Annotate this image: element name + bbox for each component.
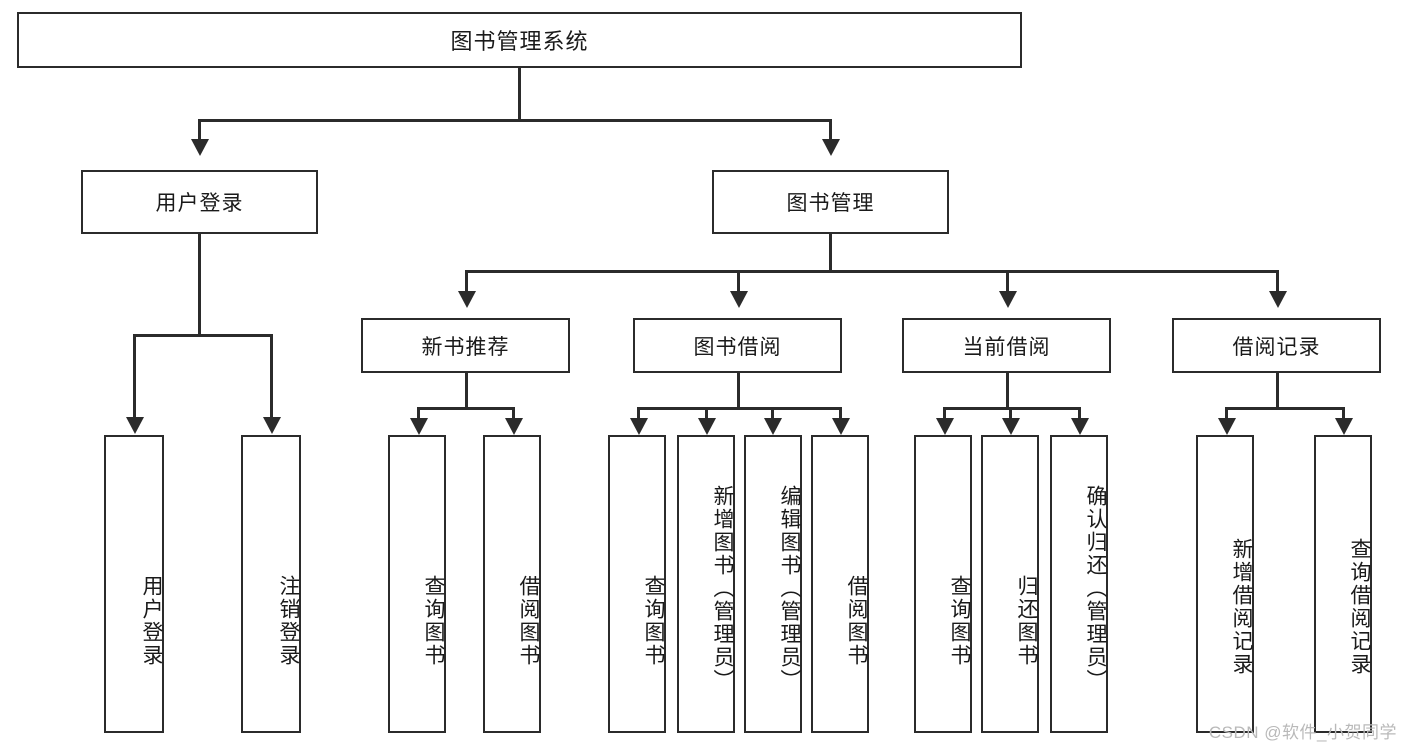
arrowhead-to-current-borrow xyxy=(999,291,1017,308)
connector-root-stem xyxy=(518,68,521,120)
connector-borrow-book-child-4 xyxy=(839,407,842,419)
node-label: 图书管理 xyxy=(786,192,875,215)
node-label: 新书推荐 xyxy=(421,335,510,359)
arrowhead-current-borrow-child-2 xyxy=(1002,418,1020,435)
connector-to-new-book xyxy=(465,270,468,292)
connector-user-login-child-1 xyxy=(133,334,136,418)
arrowhead-current-borrow-child-3 xyxy=(1071,418,1089,435)
leaf-user-login[interactable]: 用户登录 xyxy=(104,435,164,733)
connector-book-management-stem xyxy=(829,234,832,272)
leaf-edit-book-admin[interactable]: 编辑图书（管理员） xyxy=(744,435,802,733)
leaf-label: 查询图书 xyxy=(422,575,445,667)
connector-borrow-record-child-2 xyxy=(1342,407,1345,419)
arrowhead-current-borrow-child-1 xyxy=(936,418,954,435)
connector-new-book-stem xyxy=(465,373,468,409)
leaf-label: 确认归还（管理员） xyxy=(1084,484,1107,692)
arrowhead-user-login-child-1 xyxy=(126,417,144,434)
arrowhead-new-book-child-2 xyxy=(505,418,523,435)
connector-to-book-management xyxy=(829,119,832,141)
arrowhead-user-login-child-2 xyxy=(263,417,281,434)
leaf-label: 用户登录 xyxy=(140,575,163,667)
connector-new-book-child-2 xyxy=(512,407,515,419)
arrowhead-to-new-book xyxy=(458,291,476,308)
node-label: 当前借阅 xyxy=(962,335,1051,359)
leaf-label: 编辑图书（管理员） xyxy=(778,484,801,692)
node-current-borrow[interactable]: 当前借阅 xyxy=(902,318,1111,373)
arrowhead-borrow-book-child-4 xyxy=(832,418,850,435)
leaf-logout[interactable]: 注销登录 xyxy=(241,435,301,733)
leaf-query-book-current[interactable]: 查询图书 xyxy=(914,435,972,733)
connector-user-login-bar xyxy=(133,334,273,337)
connector-new-book-bar xyxy=(417,407,515,410)
leaf-label: 新增借阅记录 xyxy=(1230,538,1253,676)
connector-to-current-borrow xyxy=(1006,270,1009,292)
arrowhead-borrow-book-child-3 xyxy=(764,418,782,435)
node-book-management[interactable]: 图书管理 xyxy=(712,170,949,234)
leaf-label: 新增图书（管理员） xyxy=(711,484,734,692)
connector-level2-bar xyxy=(198,119,831,122)
leaf-label: 借阅图书 xyxy=(517,575,540,667)
connector-borrow-record-bar xyxy=(1225,407,1345,410)
leaf-query-book-newbook[interactable]: 查询图书 xyxy=(388,435,446,733)
connector-borrow-book-child-2 xyxy=(705,407,708,419)
connector-user-login-stem xyxy=(198,234,201,335)
node-new-book-recommendation[interactable]: 新书推荐 xyxy=(361,318,570,373)
leaf-label: 查询图书 xyxy=(948,575,971,667)
connector-borrow-book-stem xyxy=(737,373,740,409)
node-label: 借阅记录 xyxy=(1232,335,1321,359)
connector-level3-bar xyxy=(465,270,1277,273)
connector-current-borrow-child-2 xyxy=(1009,407,1012,419)
leaf-add-book-admin[interactable]: 新增图书（管理员） xyxy=(677,435,735,733)
leaf-return-book[interactable]: 归还图书 xyxy=(981,435,1039,733)
arrowhead-new-book-child-1 xyxy=(410,418,428,435)
arrowhead-to-book-management xyxy=(822,139,840,156)
connector-current-borrow-child-1 xyxy=(943,407,946,419)
leaf-query-book[interactable]: 查询图书 xyxy=(608,435,666,733)
leaf-label: 归还图书 xyxy=(1015,575,1038,667)
leaf-borrow-book-newbook[interactable]: 借阅图书 xyxy=(483,435,541,733)
connector-to-user-login xyxy=(198,119,201,141)
arrowhead-borrow-record-child-2 xyxy=(1335,418,1353,435)
node-label: 用户登录 xyxy=(155,192,244,215)
leaf-borrow-book[interactable]: 借阅图书 xyxy=(811,435,869,733)
arrowhead-borrow-book-child-1 xyxy=(630,418,648,435)
connector-borrow-record-child-1 xyxy=(1225,407,1228,419)
connector-to-borrow-book xyxy=(737,270,740,292)
leaf-query-borrow-record[interactable]: 查询借阅记录 xyxy=(1314,435,1372,733)
leaf-add-borrow-record[interactable]: 新增借阅记录 xyxy=(1196,435,1254,733)
connector-new-book-child-1 xyxy=(417,407,420,419)
arrowhead-borrow-record-child-1 xyxy=(1218,418,1236,435)
node-root-book-management-system[interactable]: 图书管理系统 xyxy=(17,12,1022,68)
leaf-label: 注销登录 xyxy=(277,575,300,667)
leaf-label: 查询借阅记录 xyxy=(1348,538,1371,676)
node-book-borrow[interactable]: 图书借阅 xyxy=(633,318,842,373)
connector-to-borrow-record xyxy=(1276,270,1279,292)
connector-current-borrow-child-3 xyxy=(1078,407,1081,419)
connector-user-login-child-2 xyxy=(270,334,273,418)
node-label: 图书管理系统 xyxy=(450,29,589,54)
leaf-confirm-return-admin[interactable]: 确认归还（管理员） xyxy=(1050,435,1108,733)
connector-borrow-book-bar xyxy=(637,407,841,410)
node-label: 图书借阅 xyxy=(693,335,782,359)
connector-borrow-book-child-1 xyxy=(637,407,640,419)
connector-borrow-book-child-3 xyxy=(771,407,774,419)
arrowhead-borrow-book-child-2 xyxy=(698,418,716,435)
leaf-label: 借阅图书 xyxy=(845,575,868,667)
leaf-label: 查询图书 xyxy=(642,575,665,667)
connector-current-borrow-stem xyxy=(1006,373,1009,409)
node-user-login[interactable]: 用户登录 xyxy=(81,170,318,234)
node-borrow-record[interactable]: 借阅记录 xyxy=(1172,318,1381,373)
arrowhead-to-borrow-book xyxy=(730,291,748,308)
arrowhead-to-borrow-record xyxy=(1269,291,1287,308)
csdn-watermark: CSDN @软件_小贺同学 xyxy=(1208,723,1397,742)
connector-borrow-record-stem xyxy=(1276,373,1279,409)
arrowhead-to-user-login xyxy=(191,139,209,156)
